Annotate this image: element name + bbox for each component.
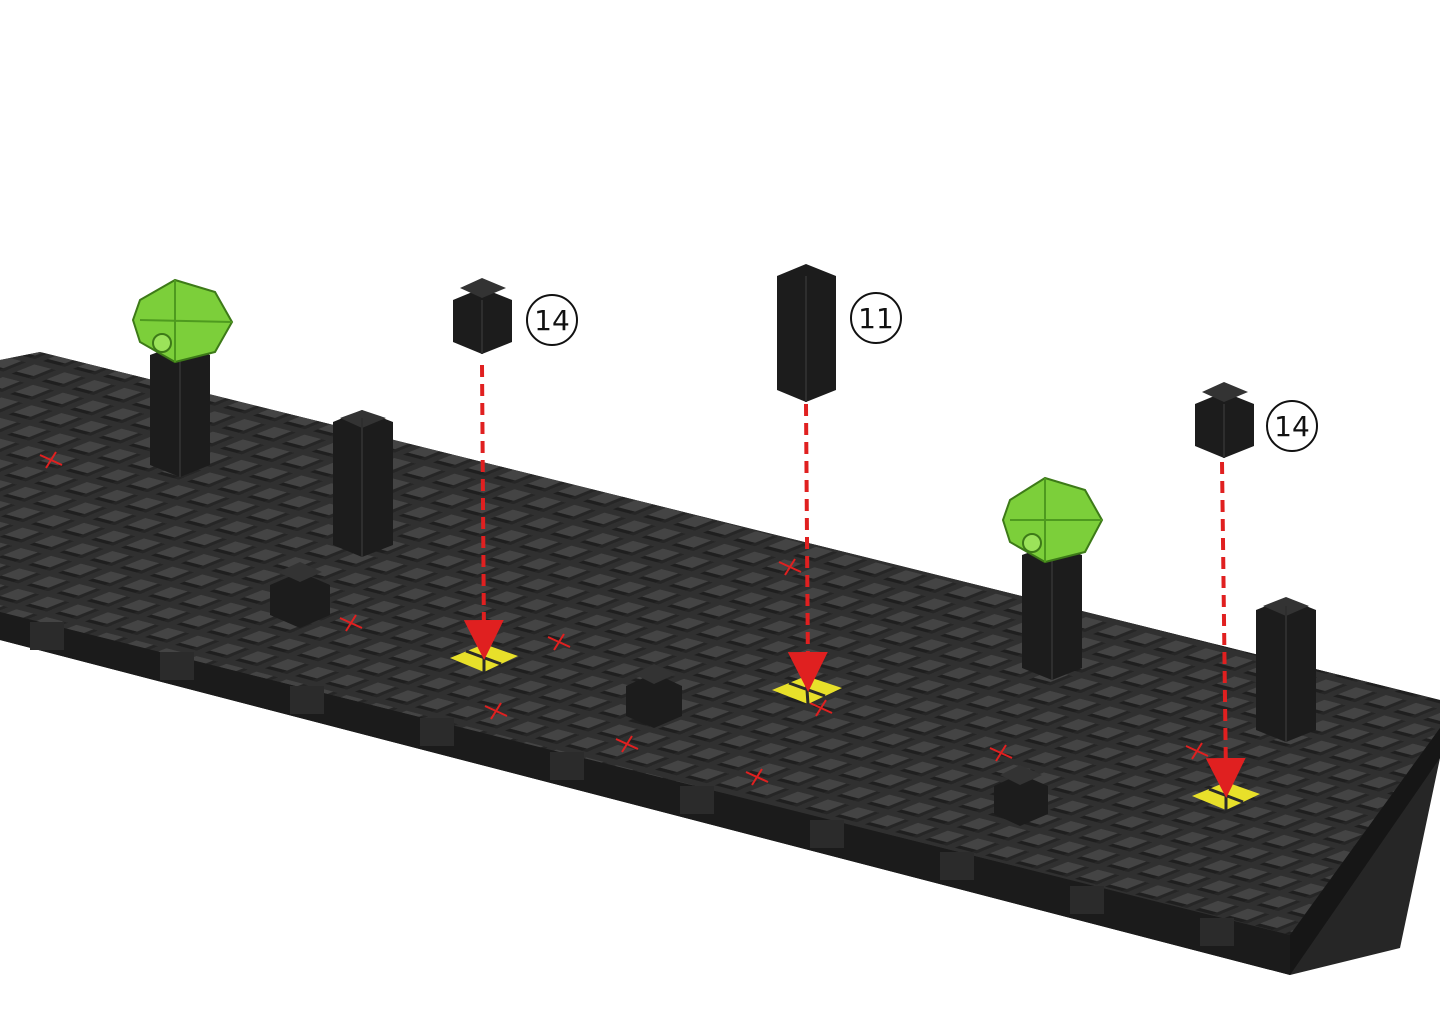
tall-post-2 bbox=[333, 410, 393, 557]
small-block-3 bbox=[994, 765, 1048, 826]
tall-post-3 bbox=[1022, 544, 1082, 680]
floating-tall-block bbox=[777, 264, 836, 402]
floating-short-block-1 bbox=[453, 278, 512, 354]
green-connector-2 bbox=[1003, 478, 1102, 562]
arrow-1 bbox=[482, 365, 484, 640]
green-connector-1 bbox=[133, 280, 232, 362]
tall-post-1 bbox=[150, 344, 210, 477]
floating-short-block-2 bbox=[1195, 382, 1254, 458]
quantity-label: 14 bbox=[1274, 410, 1310, 443]
quantity-callout-3: 14 bbox=[1267, 401, 1317, 451]
quantity-callout-1: 14 bbox=[527, 295, 577, 345]
small-block-1 bbox=[270, 562, 330, 628]
quantity-callout-2: 11 bbox=[851, 293, 901, 343]
quantity-label: 14 bbox=[534, 304, 570, 337]
quantity-label: 11 bbox=[858, 302, 894, 335]
tall-post-4 bbox=[1256, 597, 1316, 742]
